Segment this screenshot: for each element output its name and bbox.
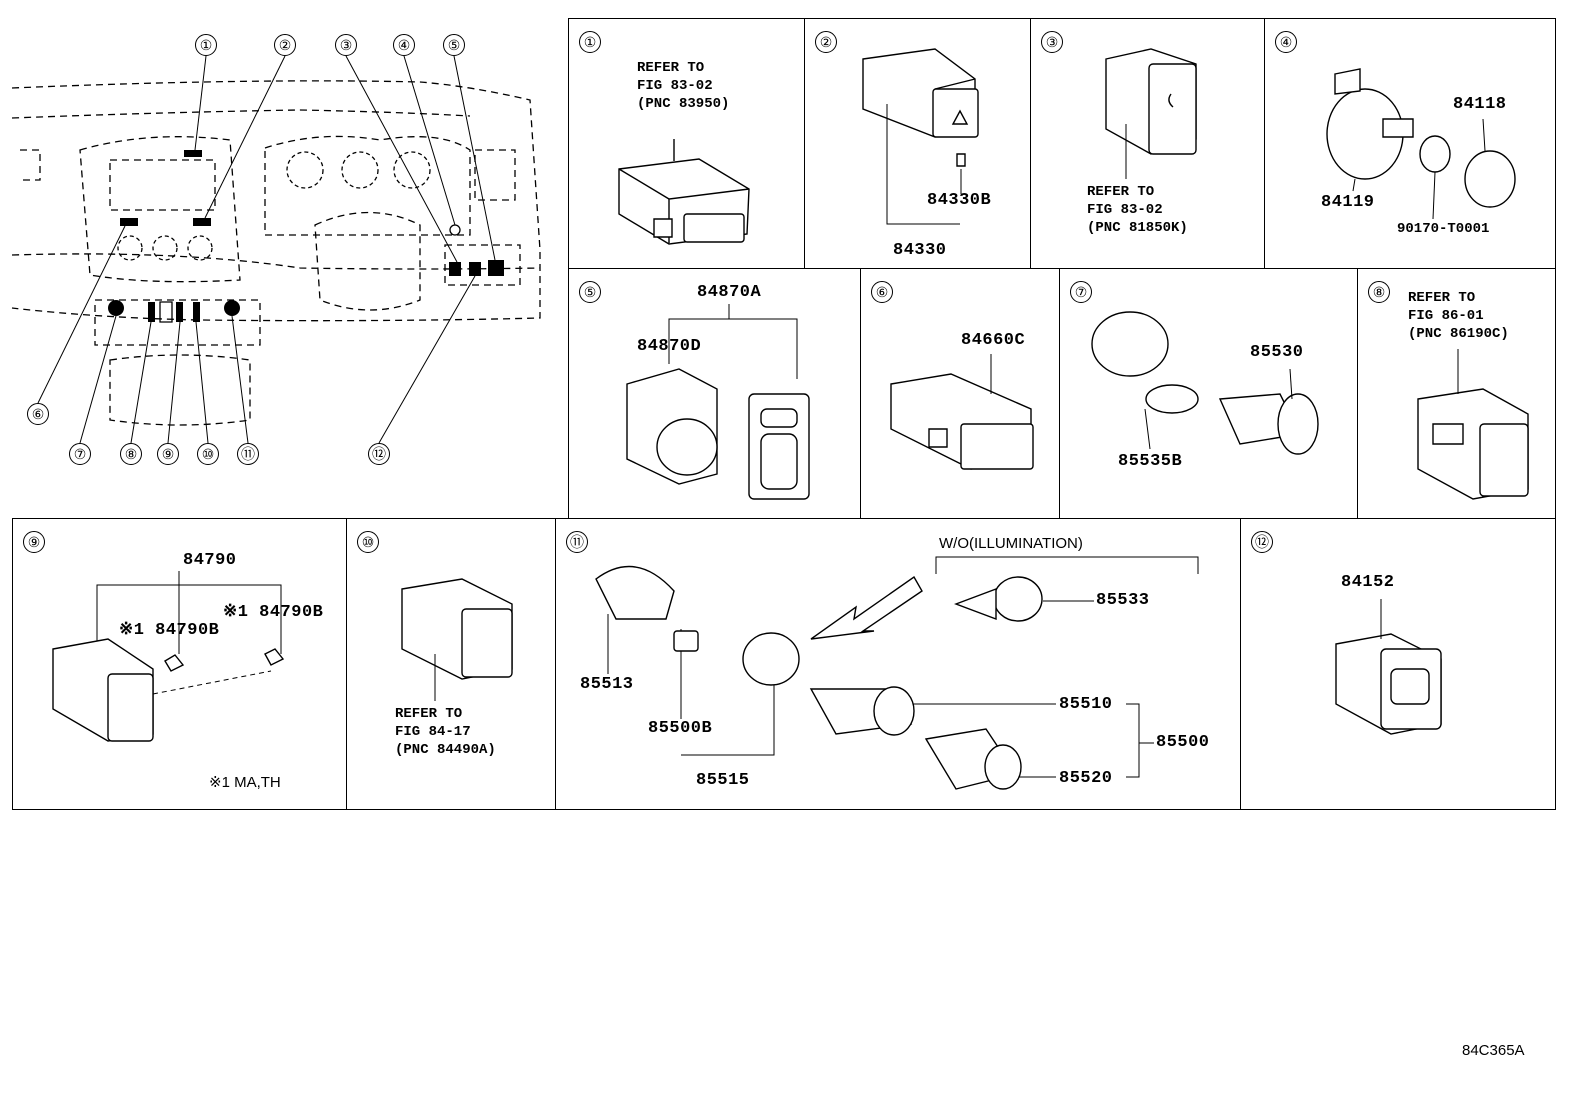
callout-5[interactable]: ⑤ (443, 34, 465, 56)
reference-line: REFER TO (637, 60, 705, 76)
reference-line: FIG 86-01 (1408, 308, 1484, 324)
panel-5: ⑤ 84870A 84870D (568, 268, 861, 519)
part-number-84790B-left[interactable]: ※1 84790B (119, 621, 220, 640)
diagram-code: 84C365A (1462, 1042, 1525, 1059)
part-number-84330[interactable]: 84330 (893, 241, 947, 260)
dimmer-switch-illustration (1265, 19, 1557, 270)
hazard-switch-illustration (805, 19, 1032, 270)
part-number-85535B[interactable]: 85535B (1118, 452, 1183, 471)
switch-illustration (347, 519, 557, 811)
part-number-84330B[interactable]: 84330B (927, 191, 992, 210)
panel-number: ⑨ (23, 531, 45, 553)
callout-7[interactable]: ⑦ (69, 443, 91, 465)
reference-line: FIG 83-02 (1087, 202, 1163, 218)
reference-line: (PNC 81850K) (1087, 220, 1188, 236)
reference-note: REFER TO FIG 83-02 (PNC 83950) (637, 59, 729, 113)
ac-switch-illustration (861, 269, 1061, 520)
panel-11: ⑪ W/O(ILLUMINATION) 85513 85500B 85515 8… (555, 518, 1241, 810)
panel-10: ⑩ REFER TO FIG 84-17 (PNC 84490A) (346, 518, 556, 810)
panel-number: ⑫ (1251, 531, 1273, 553)
callout-9[interactable]: ⑨ (157, 443, 179, 465)
callout-11[interactable]: ⑪ (237, 443, 259, 465)
panel-number: ④ (1275, 31, 1297, 53)
reference-line: REFER TO (395, 706, 463, 722)
part-number-85500B[interactable]: 85500B (648, 719, 713, 738)
part-number-84119[interactable]: 84119 (1321, 193, 1375, 212)
panel-6: ⑥ 84660C (860, 268, 1060, 519)
reference-note: REFER TO FIG 84-17 (PNC 84490A) (395, 705, 496, 759)
callout-10[interactable]: ⑩ (197, 443, 219, 465)
reference-line: REFER TO (1087, 184, 1155, 200)
switch-illustration (1031, 19, 1266, 270)
panel-4: ④ 84118 84119 90170-T0001 (1264, 18, 1556, 269)
panel-number: ⑤ (579, 281, 601, 303)
dashboard-overview-drawing (0, 0, 560, 480)
reference-line: (PNC 83950) (637, 96, 730, 112)
reference-line: REFER TO (1408, 290, 1476, 306)
callout-8[interactable]: ⑧ (120, 443, 142, 465)
callout-3[interactable]: ③ (335, 34, 357, 56)
panel-number: ⑩ (357, 531, 379, 553)
cigarette-lighter-illustration (556, 519, 1242, 811)
reference-note: REFER TO FIG 86-01 (PNC 86190C) (1408, 289, 1509, 343)
panel-9: ⑨ 84790 ※1 84790B ※1 84790B ※1 MA,TH (12, 518, 347, 810)
callout-1[interactable]: ① (195, 34, 217, 56)
part-number-85500[interactable]: 85500 (1156, 733, 1210, 752)
part-number-85513[interactable]: 85513 (580, 675, 634, 694)
part-number-85530[interactable]: 85530 (1250, 343, 1304, 362)
panel-3: ③ REFER TO FIG 83-02 (PNC 81850K) (1030, 18, 1265, 269)
switch-illustration (569, 19, 806, 270)
switch-illustration (1358, 269, 1557, 520)
callout-12[interactable]: ⑫ (368, 443, 390, 465)
part-number-84118[interactable]: 84118 (1453, 95, 1507, 114)
panel-number: ② (815, 31, 837, 53)
panel-2: ② 84330B 84330 (804, 18, 1031, 269)
footnote: ※1 MA,TH (209, 774, 281, 791)
reference-note: REFER TO FIG 83-02 (PNC 81850K) (1087, 183, 1188, 237)
switch-illustration (1241, 519, 1557, 811)
part-number-90170-T0001[interactable]: 90170-T0001 (1397, 221, 1490, 237)
panel-12: ⑫ 84152 (1240, 518, 1556, 810)
panel-number: ⑪ (566, 531, 588, 553)
panel-number: ⑦ (1070, 281, 1092, 303)
illumination-note: W/O(ILLUMINATION) (939, 535, 1083, 552)
panel-number: ⑥ (871, 281, 893, 303)
part-number-84790B-right[interactable]: ※1 84790B (223, 603, 324, 622)
part-number-84660C[interactable]: 84660C (961, 331, 1026, 350)
callout-2[interactable]: ② (274, 34, 296, 56)
panel-1: ① REFER TO FIG 83-02 (PNC 83950) (568, 18, 805, 269)
reference-line: (PNC 84490A) (395, 742, 496, 758)
panel-8: ⑧ REFER TO FIG 86-01 (PNC 86190C) (1357, 268, 1556, 519)
reference-line: (PNC 86190C) (1408, 326, 1509, 342)
mirror-switch-illustration (569, 269, 862, 520)
part-number-85533[interactable]: 85533 (1096, 591, 1150, 610)
panel-7: ⑦ 85530 85535B (1059, 268, 1358, 519)
panel-number: ① (579, 31, 601, 53)
part-number-84152[interactable]: 84152 (1341, 573, 1395, 592)
part-number-85520[interactable]: 85520 (1059, 769, 1113, 788)
callout-6[interactable]: ⑥ (27, 403, 49, 425)
panel-number: ⑧ (1368, 281, 1390, 303)
power-outlet-illustration (1060, 269, 1359, 520)
part-number-85510[interactable]: 85510 (1059, 695, 1113, 714)
switch-illustration (13, 519, 348, 811)
part-number-84870A[interactable]: 84870A (697, 283, 762, 302)
part-number-85515[interactable]: 85515 (696, 771, 750, 790)
callout-4[interactable]: ④ (393, 34, 415, 56)
part-number-84790[interactable]: 84790 (183, 551, 237, 570)
reference-line: FIG 83-02 (637, 78, 713, 94)
panel-number: ③ (1041, 31, 1063, 53)
reference-line: FIG 84-17 (395, 724, 471, 740)
